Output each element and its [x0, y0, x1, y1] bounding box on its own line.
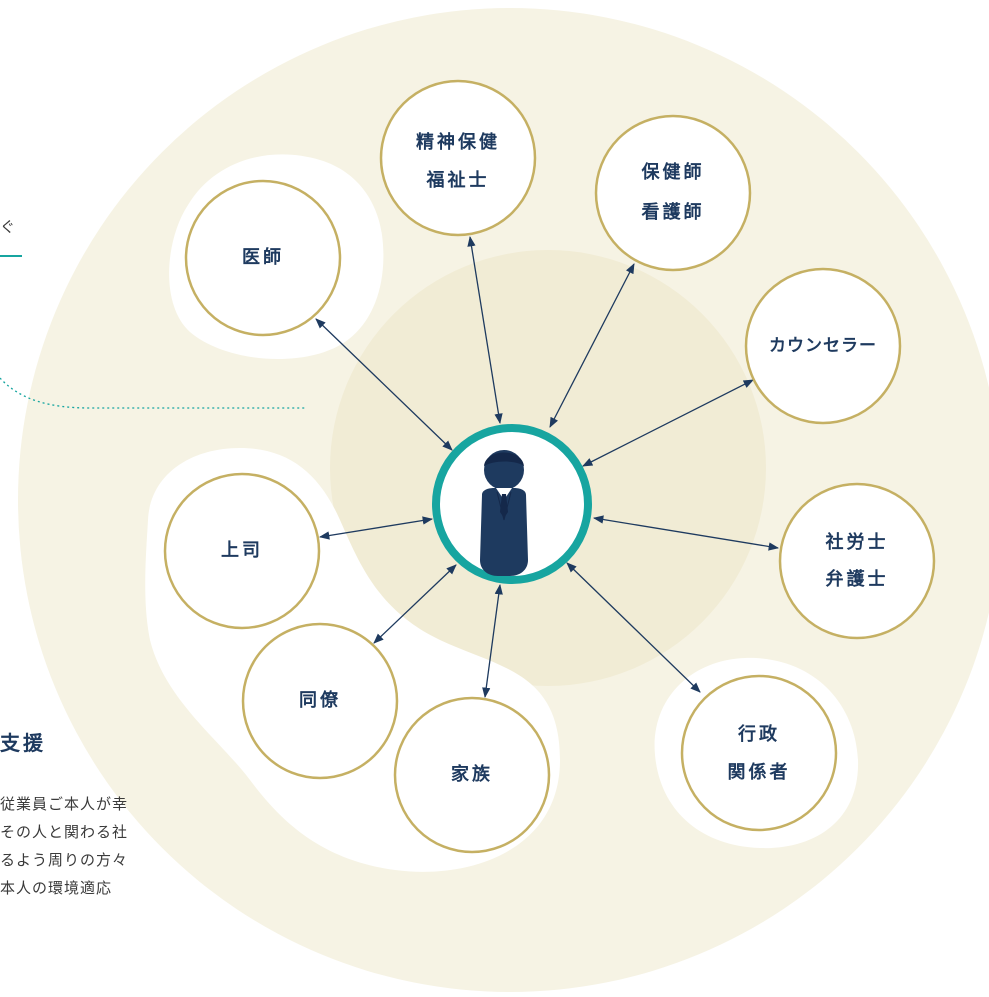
node-boss: 上司 [163, 472, 321, 630]
dotted-connector-line [0, 377, 305, 409]
description-line: その人と関わる社 [0, 823, 129, 841]
node-label-line1: 上司 [221, 540, 263, 561]
connector-labor [592, 515, 780, 551]
connector-psw [467, 235, 503, 425]
node-counselor: カウンセラー [744, 267, 902, 425]
connector-administration [566, 562, 701, 693]
connector-counselor [582, 379, 754, 467]
node-family: 家族 [393, 696, 551, 854]
node-label-line1: カウンセラー [769, 336, 877, 356]
node-public-health-nurse: 保健師 看護師 [594, 114, 752, 272]
description-line: るよう周りの方々 [0, 851, 129, 869]
connector-family [482, 583, 503, 699]
connectors [315, 235, 780, 699]
support-description: 従業員ご本人が幸 その人と関わる社 るよう周りの方々 本人の環境適応 [0, 790, 128, 902]
connector-colleague [373, 564, 457, 644]
node-label-line2: 弁護士 [826, 568, 889, 590]
top-text-fragment: ぐ [0, 218, 16, 236]
node-psychiatric-social-worker: 精神保健 福祉士 [379, 79, 537, 237]
node-label-line1: 医師 [242, 246, 284, 268]
connector-boss [318, 516, 434, 540]
teal-underline [0, 255, 22, 257]
node-label-line1: 精神保健 [416, 131, 500, 153]
node-label-line2: 関係者 [728, 761, 791, 783]
node-label-line1: 保健師 [641, 161, 705, 183]
node-doctor: 医師 [184, 179, 342, 337]
node-administration: 行政 関係者 [680, 674, 838, 832]
node-label-line2: 看護師 [641, 201, 705, 223]
connector-doctor [315, 318, 453, 451]
node-label-line1: 同僚 [299, 689, 341, 711]
description-line: 本人の環境適応 [0, 879, 113, 897]
description-line: 従業員ご本人が幸 [0, 795, 129, 813]
connector-nurse [549, 263, 635, 428]
person-in-suit-icon [480, 450, 528, 576]
node-label-line1: 家族 [451, 763, 493, 785]
node-label-line1: 行政 [737, 723, 780, 745]
center-node [432, 424, 592, 584]
node-label-line1: 社労士 [826, 531, 889, 553]
node-labor-lawyer: 社労士 弁護士 [778, 482, 936, 640]
support-heading: 支援 [0, 731, 46, 755]
node-label-line2: 福祉士 [426, 169, 490, 191]
node-colleague: 同僚 [241, 622, 399, 780]
